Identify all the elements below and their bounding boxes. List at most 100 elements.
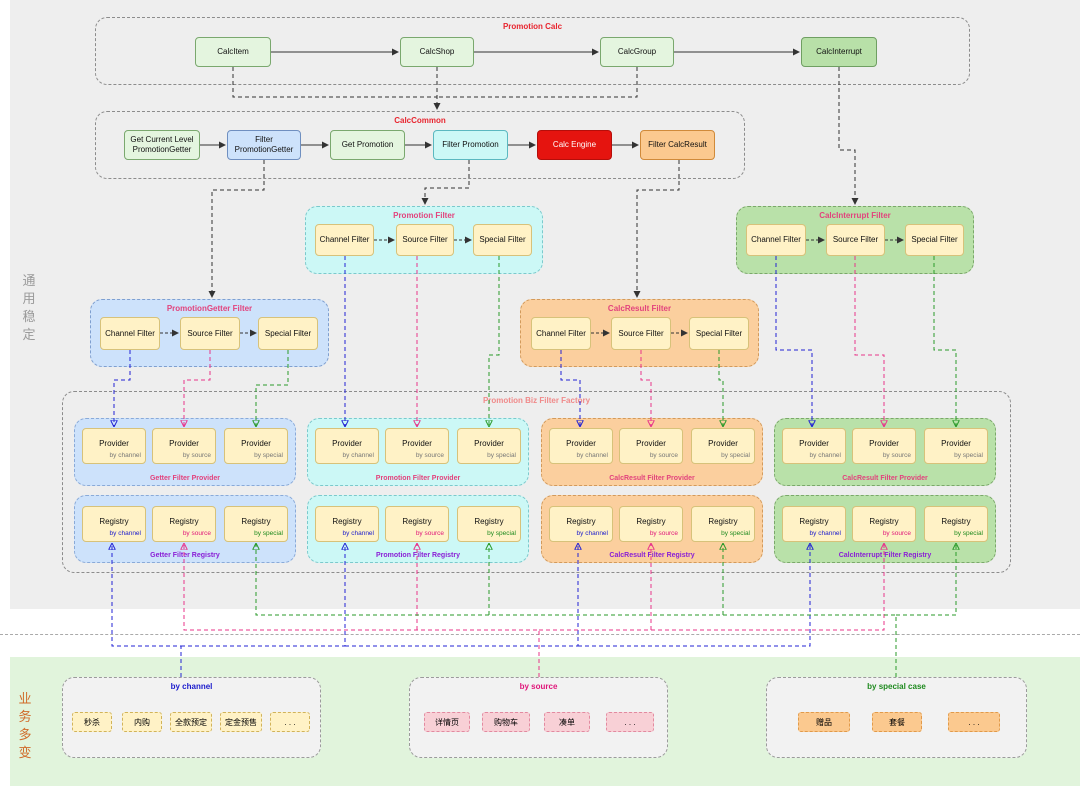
calcresult-provider-title: CalcResult Filter Provider (609, 475, 695, 482)
biz-channel-tag-1[interactable]: 秒杀 (72, 712, 112, 732)
provider-sub: by source (882, 452, 911, 459)
promotion-special-filter[interactable]: Special Filter (473, 224, 532, 256)
stable-side-label: 通用稳定 (22, 272, 40, 344)
calcresult-registry-channel[interactable]: Registry by channel (549, 506, 613, 542)
getter-provider-special[interactable]: Provider by special (224, 428, 288, 464)
calcresult-provider-special[interactable]: Provider by special (691, 428, 755, 464)
provider-sub: by special (254, 452, 283, 459)
provider-sub: by source (182, 452, 211, 459)
registry-sub: by channel (109, 530, 141, 537)
calcresult-source-filter[interactable]: Source Filter (611, 317, 671, 350)
biz-special-tag-more[interactable]: . . . (948, 712, 1000, 732)
getter-registry-channel[interactable]: Registry by channel (82, 506, 146, 542)
biz-special-tag-1[interactable]: 赠品 (798, 712, 850, 732)
calcresult-registry-source[interactable]: Registry by source (619, 506, 683, 542)
provider-sub: by special (954, 452, 983, 459)
getter-provider-source[interactable]: Provider by source (152, 428, 216, 464)
getter-registry-special[interactable]: Registry by special (224, 506, 288, 542)
promotion-source-filter[interactable]: Source Filter (396, 224, 454, 256)
interrupt-source-filter[interactable]: Source Filter (826, 224, 885, 256)
promotion-provider-special[interactable]: Provider by special (457, 428, 521, 464)
calcinterrupt-filter-title: CalcInterrupt Filter (819, 211, 891, 220)
promotiongetter-filter-title: PromotionGetter Filter (166, 304, 253, 313)
interrupt-provider-title: CalcResult Filter Provider (842, 475, 928, 482)
biz-channel-tag-4[interactable]: 定金预售 (220, 712, 262, 732)
registry-sub: by special (954, 530, 983, 537)
biz-channel-tag-more[interactable]: . . . (270, 712, 310, 732)
provider-label: Provider (708, 439, 738, 448)
registry-label: Registry (636, 517, 666, 526)
getter-source-filter[interactable]: Source Filter (180, 317, 240, 350)
biz-source-tag-1[interactable]: 详情页 (424, 712, 470, 732)
calccommon-title: CalcCommon (394, 116, 446, 125)
calcresult-provider-channel[interactable]: Provider by channel (549, 428, 613, 464)
getter-provider-channel[interactable]: Provider by channel (82, 428, 146, 464)
getter-provider-title: Getter Filter Provider (149, 475, 221, 482)
interrupt-registry-special[interactable]: Registry by special (924, 506, 988, 542)
provider-label: Provider (241, 439, 271, 448)
biz-source-tag-3[interactable]: 凑单 (544, 712, 590, 732)
provider-label: Provider (402, 439, 432, 448)
getter-registry-title: Getter Filter Registry (150, 552, 220, 559)
calccommon-group: CalcCommon (95, 111, 745, 179)
biz-channel-tag-2[interactable]: 内购 (122, 712, 162, 732)
registry-label: Registry (941, 517, 971, 526)
registry-sub: by special (721, 530, 750, 537)
registry-sub: by source (415, 530, 444, 537)
provider-label: Provider (474, 439, 504, 448)
registry-label: Registry (241, 517, 271, 526)
biz-special-tag-2[interactable]: 套餐 (872, 712, 922, 732)
getter-registry-source[interactable]: Registry by source (152, 506, 216, 542)
interrupt-registry-source[interactable]: Registry by source (852, 506, 916, 542)
promotion-registry-special[interactable]: Registry by special (457, 506, 521, 542)
stable-side-label-text: 通用稳定 (22, 273, 36, 342)
getter-channel-filter[interactable]: Channel Filter (100, 317, 160, 350)
calcresult-special-filter[interactable]: Special Filter (689, 317, 749, 350)
provider-label: Provider (99, 439, 129, 448)
node-get-current-level-promotiongetter[interactable]: Get Current Level PromotionGetter (124, 130, 200, 160)
node-filter-calcresult[interactable]: Filter CalcResult (640, 130, 715, 160)
calcresult-filter-title: CalcResult Filter (607, 304, 672, 313)
biz-source-tag-2[interactable]: 购物车 (482, 712, 530, 732)
registry-label: Registry (566, 517, 596, 526)
interrupt-provider-special[interactable]: Provider by special (924, 428, 988, 464)
biz-by-source-title: by source (519, 682, 558, 691)
promotion-registry-source[interactable]: Registry by source (385, 506, 449, 542)
interrupt-provider-channel[interactable]: Provider by channel (782, 428, 846, 464)
node-calc-engine[interactable]: Calc Engine (537, 130, 612, 160)
node-get-promotion[interactable]: Get Promotion (330, 130, 405, 160)
biz-by-special-title: by special case (867, 682, 926, 691)
interrupt-special-filter[interactable]: Special Filter (905, 224, 964, 256)
promotion-registry-channel[interactable]: Registry by channel (315, 506, 379, 542)
registry-label: Registry (402, 517, 432, 526)
interrupt-channel-filter[interactable]: Channel Filter (746, 224, 806, 256)
biz-source-tag-more[interactable]: . . . (606, 712, 654, 732)
provider-sub: by source (649, 452, 678, 459)
calcresult-registry-special[interactable]: Registry by special (691, 506, 755, 542)
node-calcshop[interactable]: CalcShop (400, 37, 474, 67)
registry-sub: by channel (809, 530, 841, 537)
node-calcinterrupt[interactable]: CalcInterrupt (801, 37, 877, 67)
provider-label: Provider (566, 439, 596, 448)
interrupt-provider-source[interactable]: Provider by source (852, 428, 916, 464)
promotion-provider-source[interactable]: Provider by source (385, 428, 449, 464)
provider-label: Provider (169, 439, 199, 448)
node-calcgroup[interactable]: CalcGroup (600, 37, 674, 67)
biz-channel-tag-3[interactable]: 全款预定 (170, 712, 212, 732)
calcresult-provider-source[interactable]: Provider by source (619, 428, 683, 464)
promotion-provider-title: Promotion Filter Provider (375, 475, 461, 482)
registry-sub: by source (649, 530, 678, 537)
provider-sub: by channel (809, 452, 841, 459)
getter-special-filter[interactable]: Special Filter (258, 317, 318, 350)
node-calcitem[interactable]: CalcItem (195, 37, 271, 67)
promotion-provider-channel[interactable]: Provider by channel (315, 428, 379, 464)
calcresult-channel-filter[interactable]: Channel Filter (531, 317, 591, 350)
registry-label: Registry (799, 517, 829, 526)
business-side-label-text: 业务多变 (18, 691, 32, 760)
node-filter-promotiongetter[interactable]: Filter PromotionGetter (227, 130, 301, 160)
promotion-registry-title: Promotion Filter Registry (375, 552, 460, 559)
promotion-channel-filter[interactable]: Channel Filter (315, 224, 374, 256)
interrupt-registry-channel[interactable]: Registry by channel (782, 506, 846, 542)
node-filter-promotion[interactable]: Filter Promotion (433, 130, 508, 160)
registry-sub: by special (487, 530, 516, 537)
